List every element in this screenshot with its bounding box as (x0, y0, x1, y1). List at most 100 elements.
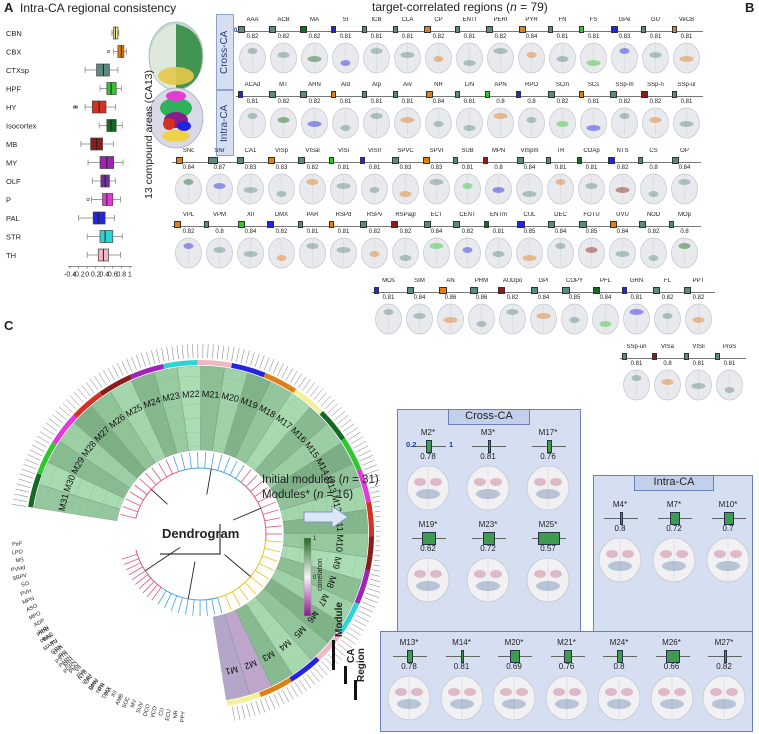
dendrogram-leaf (262, 509, 279, 515)
dendrogram-leaf (265, 540, 282, 543)
module-wedge-M25 (110, 380, 166, 464)
region-consistency-box (469, 287, 479, 294)
dendrogram-leaf (223, 457, 231, 473)
region-tick (34, 440, 47, 448)
region-tick (55, 410, 67, 420)
region-name: MA (310, 17, 319, 23)
region-value: 0.84 (678, 165, 691, 171)
region-axis (391, 31, 424, 32)
dendrogram-leaf (151, 467, 162, 481)
region-name: AIv (403, 82, 412, 88)
region-axis (372, 292, 405, 293)
region-tick (89, 378, 99, 391)
region-consistency-box (530, 287, 538, 294)
region-name: SSp-ul (677, 82, 696, 88)
region-name: AN (446, 278, 455, 284)
region-consistency-box (175, 157, 183, 164)
region-axis (451, 162, 484, 163)
region-label: NTB (77, 669, 89, 682)
brain-icon (516, 173, 543, 205)
region-value: 0.84 (554, 229, 567, 235)
dendrogram-leaf (240, 469, 252, 483)
region-label: VCO (150, 705, 159, 719)
region-value: 0.82 (182, 229, 195, 235)
heatmap-band (99, 503, 103, 519)
dendrogram-leaf (205, 599, 208, 616)
module-wedge-M21 (200, 365, 225, 452)
region-value: 0.84 (430, 229, 443, 235)
region-value: 0.81 (680, 34, 693, 40)
region-tick (302, 379, 311, 391)
dendrogram-leaf (217, 597, 223, 614)
region-tick (268, 358, 275, 373)
brain-icon (299, 237, 326, 269)
module-wedge-M8 (276, 556, 362, 603)
region-axis (651, 292, 684, 293)
module-label-M1: M1 (224, 664, 238, 677)
region-tick (263, 356, 270, 371)
region-value: 0.82 (661, 295, 674, 301)
region-name: DMX (274, 212, 289, 218)
dendrogram-trunk (224, 554, 251, 577)
region-consistency-box (269, 91, 276, 98)
brain-icon (239, 42, 266, 74)
region-tick (355, 445, 369, 453)
region-tick (313, 388, 323, 400)
region-tick (357, 450, 371, 457)
dendrogram-leaf (125, 498, 141, 507)
dendrogram-leaf (170, 595, 178, 611)
region-name: SSp-m (615, 82, 634, 88)
module-wedge-M27 (73, 405, 146, 479)
region-value: 0.82 (308, 34, 321, 40)
region-label: ASO (25, 603, 39, 614)
region-name: FOTU (583, 212, 600, 218)
region-consistency-box (683, 353, 690, 360)
region-consistency-box (361, 26, 368, 33)
region-axis (172, 226, 205, 227)
module-value: 0.62 (420, 544, 436, 553)
region-label: PVH (20, 588, 33, 597)
dendrogram-leaf (229, 460, 238, 476)
dendrogram-leaf (265, 525, 282, 528)
brain-icon (611, 42, 638, 74)
box-P (102, 193, 114, 206)
dendrogram-trunk (206, 468, 212, 495)
region-name: GU (651, 17, 660, 23)
region-tick (13, 498, 28, 502)
brain-icon (671, 237, 698, 269)
region-axis (296, 162, 329, 163)
region-tick (107, 367, 115, 381)
brain-icon (299, 173, 326, 205)
brain-icon (175, 237, 202, 269)
region-consistency-box (609, 221, 617, 228)
module-label-M22: M22 (182, 389, 200, 400)
module-wedge-M14 (270, 442, 353, 500)
region-name: ACB (277, 17, 290, 23)
region-value: 0.81 (692, 361, 705, 367)
region-label: SO (21, 580, 31, 588)
region-axis (360, 31, 393, 32)
brain-icon (598, 537, 642, 583)
region-tick (373, 564, 380, 567)
region-name: VISpm (520, 148, 539, 154)
region-name: SNc (182, 148, 195, 154)
region-axis (358, 226, 391, 227)
brain-icon (454, 173, 481, 205)
brain-icon (466, 557, 510, 603)
region-label: MS (15, 557, 24, 564)
region-axis (527, 292, 560, 293)
x-tick-label: 0.6 (108, 272, 118, 279)
region-name: TR (556, 148, 565, 154)
region-consistency-box (621, 353, 628, 360)
dendrogram-leaf (177, 597, 183, 614)
